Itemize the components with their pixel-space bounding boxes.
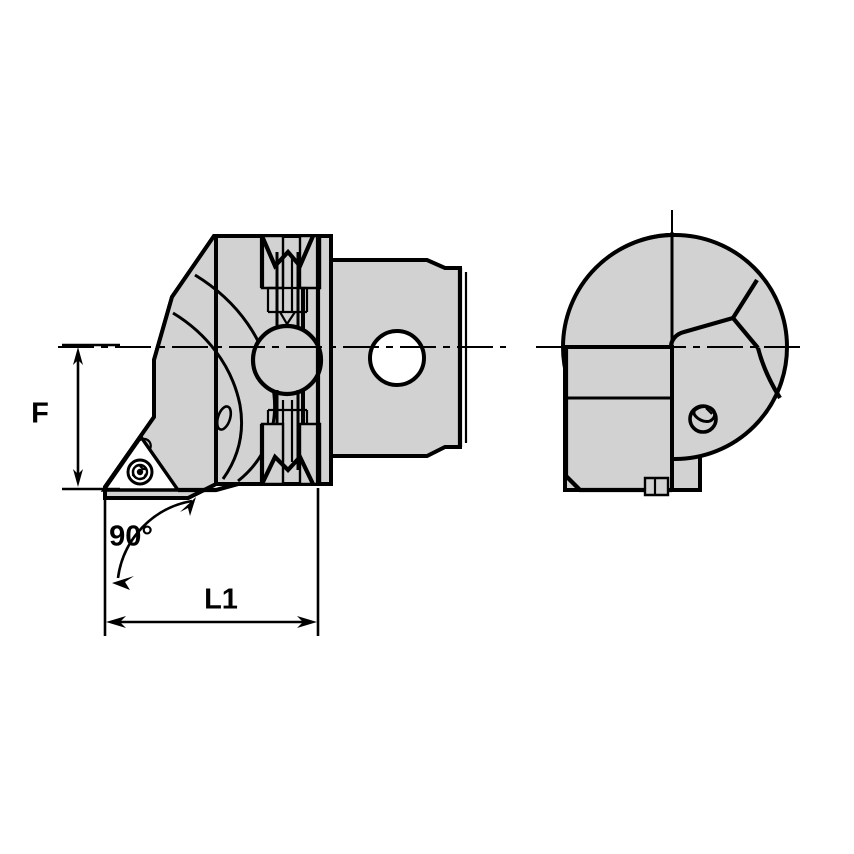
coolant-port-oval	[215, 405, 233, 431]
coupling-upper-bolt-head	[266, 286, 309, 314]
insert-screw-core	[136, 468, 144, 476]
coupling-upper-v-notch	[260, 235, 315, 270]
coupling-upper-bolt	[275, 252, 300, 330]
coupling-lower-v-notch	[260, 453, 315, 485]
f-arrow-bottom	[73, 469, 83, 487]
angle-dimension-label: 90°	[109, 521, 153, 553]
l1-arrow-right	[297, 616, 317, 628]
shank-bottom-step	[331, 445, 460, 458]
side-view	[100, 234, 468, 500]
shank-through-hole	[368, 329, 426, 387]
f-dimension-label: F	[31, 398, 49, 430]
f-dimension: F	[31, 343, 120, 491]
end-view-facet-lower-right	[755, 347, 782, 400]
end-view-screw-slot	[692, 405, 717, 423]
head-nose-fill	[103, 234, 218, 500]
shank-top-step	[331, 258, 460, 270]
coupling-center-sphere	[250, 323, 324, 397]
angle-dimension: 90°	[109, 497, 196, 590]
pocket-arc-outer	[194, 273, 277, 483]
angle-arrow-end	[180, 497, 196, 516]
head-bottom-edge	[178, 481, 239, 493]
pocket-arc-inner	[172, 311, 244, 480]
end-view-facet-right	[731, 278, 759, 320]
end-view-insert-tab	[643, 476, 670, 497]
l1-dimension: L1	[103, 488, 320, 636]
angle-arrow-start	[112, 576, 134, 590]
angle-arc	[116, 499, 193, 579]
l1-dimension-label: L1	[204, 584, 238, 616]
end-view-screw-detail	[705, 407, 713, 415]
insert-screw-torx	[131, 463, 147, 481]
coupling-upper-bolt-inner	[281, 258, 294, 312]
end-view	[536, 210, 806, 497]
end-view-left-flat	[563, 347, 672, 493]
f-arrow-top	[73, 347, 83, 365]
l1-arrow-left	[106, 616, 126, 628]
end-view-flat-block	[564, 345, 674, 492]
insert-top-tab	[135, 437, 152, 450]
